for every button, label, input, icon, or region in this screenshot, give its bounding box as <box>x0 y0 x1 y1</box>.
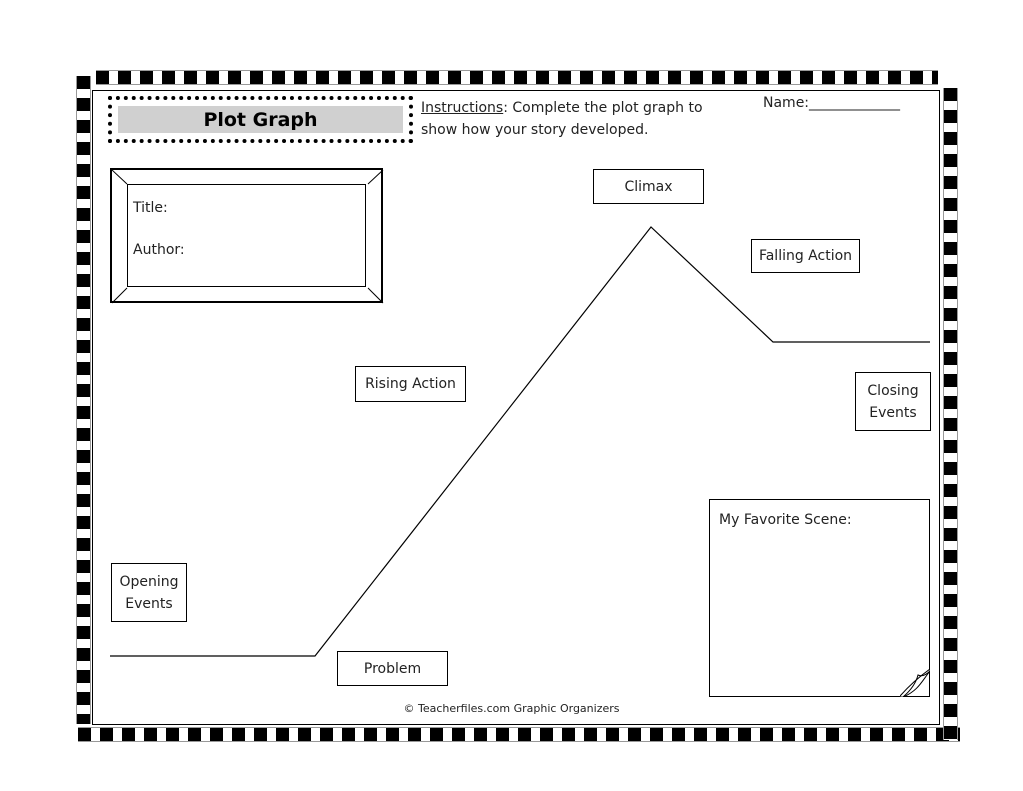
closing-events-box[interactable]: Closing Events <box>855 372 931 431</box>
closing-events-label-line-2: Events <box>869 404 917 421</box>
title-author-box: Title: Author: <box>110 168 384 304</box>
rising-action-box[interactable]: Rising Action <box>355 366 466 402</box>
title-author-inner <box>127 184 366 287</box>
climax-box[interactable]: Climax <box>593 169 704 204</box>
bevel-frame <box>112 170 384 304</box>
favorite-scene-box[interactable]: My Favorite Scene: <box>709 499 930 697</box>
opening-events-label-line-1: Opening <box>119 573 179 590</box>
page-curl-icon <box>900 669 930 697</box>
right-checker-border <box>943 88 958 740</box>
rising-action-label: Rising Action <box>365 376 456 392</box>
bottom-checker-border <box>78 727 960 742</box>
copyright-icon: © <box>403 702 415 715</box>
name-field[interactable]: Name:_____________ <box>763 95 901 111</box>
opening-events-label-line-2: Events <box>125 595 173 612</box>
title-field-label[interactable]: Title: <box>133 200 168 216</box>
instructions-label: Instructions <box>421 100 504 116</box>
problem-label: Problem <box>363 660 422 677</box>
page-title: Plot Graph <box>118 106 403 133</box>
falling-action-box[interactable]: Falling Action <box>751 239 860 273</box>
left-checker-border <box>76 76 91 724</box>
title-banner: Plot Graph <box>108 96 413 143</box>
footer-credit: Teacherfiles.com Graphic Organizers <box>417 702 620 715</box>
top-checker-border <box>96 70 938 85</box>
author-field-label[interactable]: Author: <box>133 242 185 258</box>
opening-events-box[interactable]: Opening Events <box>111 563 187 622</box>
problem-box[interactable]: Problem <box>337 651 448 686</box>
falling-action-label: Falling Action <box>758 248 853 264</box>
footer: © Teacherfiles.com Graphic Organizers <box>0 702 1023 715</box>
instructions: Instructions: Complete the plot graph to… <box>421 97 703 141</box>
closing-events-label-line-1: Closing <box>867 382 919 399</box>
instructions-line-2: show how your story developed. <box>421 122 649 138</box>
climax-label: Climax <box>624 178 673 195</box>
favorite-scene-label: My Favorite Scene: <box>719 512 852 528</box>
instructions-line-1: : Complete the plot graph to <box>503 100 703 116</box>
